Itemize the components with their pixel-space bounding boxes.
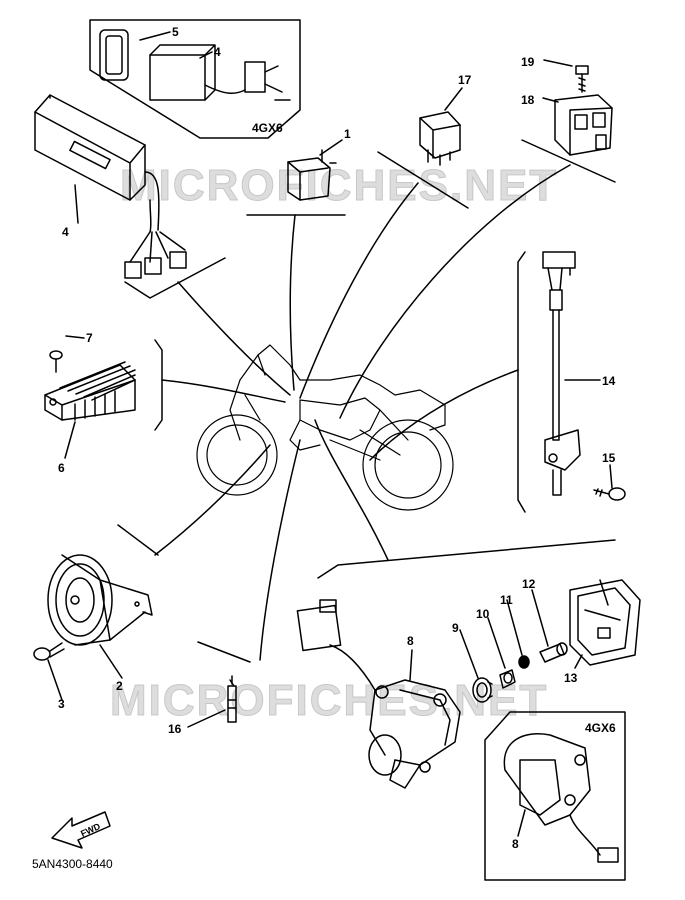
callout-2: 2 — [116, 679, 123, 693]
callout-leader-5 — [139, 31, 171, 41]
callout-leader-13 — [574, 654, 583, 669]
callout-leader-19 — [543, 59, 573, 67]
sensor-part-14 — [542, 251, 581, 496]
callout-4a: 4 — [214, 45, 221, 59]
bracket-line-6 — [154, 339, 163, 431]
relay-part-1 — [287, 149, 337, 201]
leader-4 — [177, 281, 291, 396]
callout-leader-8b — [517, 809, 526, 837]
callout-leader-7 — [65, 335, 85, 339]
callout-leader-17 — [444, 87, 463, 111]
sensor-part-16 — [227, 675, 237, 723]
bolt-part-19 — [575, 65, 589, 93]
callout-18: 18 — [521, 93, 535, 107]
fwd-arrow-icon — [51, 811, 111, 849]
callout-leader-4b — [74, 184, 79, 224]
watermark-top: MICROFICHES.NET — [120, 161, 558, 210]
callout-leader-15 — [609, 464, 613, 489]
callout-leader-16 — [187, 709, 226, 728]
callout-8b: 8 — [512, 837, 519, 851]
bracket-line-14 — [517, 251, 526, 513]
variant-box-bottom — [484, 711, 626, 881]
leader-8 — [314, 419, 389, 561]
leader-17 — [299, 182, 419, 399]
leader-18 — [339, 164, 571, 419]
callout-15: 15 — [602, 451, 616, 465]
bracket-line-17 — [377, 151, 469, 209]
callout-4b: 4 — [62, 225, 69, 239]
callout-leader-11 — [506, 599, 523, 656]
callout-8a: 8 — [407, 634, 414, 648]
callout-7: 7 — [86, 331, 93, 345]
callout-leader-8a — [409, 649, 413, 681]
igniter-unit-part-4 — [34, 94, 187, 279]
igniter-unit-part-4-variant — [149, 44, 291, 101]
callout-11: 11 — [500, 593, 513, 607]
washer-part-11 — [518, 655, 530, 669]
collar-part-10 — [499, 669, 516, 689]
cover-part-5 — [99, 29, 129, 81]
variant-label-bottom: 4GX6 — [585, 721, 616, 735]
callout-9: 9 — [452, 621, 459, 635]
cover-part-13 — [569, 579, 641, 666]
callout-19: 19 — [521, 55, 535, 69]
leader-14 — [369, 369, 519, 461]
horn-part-2 — [47, 554, 153, 646]
callout-leader-10 — [487, 617, 506, 669]
fwd-label: FWD — [79, 821, 102, 839]
bracket-line-8 — [317, 539, 616, 579]
callout-leader-12 — [531, 589, 549, 647]
callout-leader-1 — [319, 139, 343, 156]
leader-1 — [289, 214, 296, 391]
callout-leader-6 — [64, 421, 76, 459]
callout-13: 13 — [564, 671, 578, 685]
callout-12: 12 — [522, 577, 536, 591]
variant-label-top: 4GX6 — [252, 121, 283, 135]
leader-6 — [161, 379, 286, 403]
starter-motor-part-8-variant — [503, 733, 619, 863]
diagram-code: 5AN4300-8440 — [32, 857, 113, 871]
bolt-part-7 — [49, 350, 63, 373]
callout-leader-2 — [99, 644, 123, 679]
bracket-line-2 — [117, 524, 159, 556]
motorcycle-outline — [196, 344, 454, 511]
callout-16: 16 — [168, 722, 182, 736]
bracket-line-18 — [521, 139, 616, 183]
callout-17: 17 — [458, 73, 472, 87]
callout-leader-9 — [459, 629, 479, 679]
callout-5: 5 — [172, 25, 179, 39]
callout-leader-3 — [47, 659, 63, 701]
rectifier-regulator-part-6 — [44, 361, 136, 421]
oring-part-9 — [472, 677, 493, 703]
leader-2 — [154, 444, 271, 556]
variant-box-top — [89, 19, 301, 139]
bolt-part-3 — [33, 642, 65, 661]
callout-leader-18 — [542, 97, 559, 103]
callout-leader-4a — [199, 51, 213, 59]
leader-16 — [259, 439, 301, 661]
callout-6: 6 — [58, 461, 65, 475]
callout-10: 10 — [476, 607, 490, 621]
bracket-line-16 — [197, 641, 251, 663]
relay-part-17 — [419, 111, 461, 166]
bolt-part-12 — [539, 642, 568, 663]
callout-14: 14 — [602, 374, 616, 388]
callout-1: 1 — [344, 127, 351, 141]
starter-relay-part-18 — [554, 94, 613, 156]
screw-part-15 — [593, 487, 626, 501]
starter-motor-part-8 — [296, 599, 461, 789]
callout-3: 3 — [58, 697, 65, 711]
bracket-line-4 — [124, 257, 226, 299]
